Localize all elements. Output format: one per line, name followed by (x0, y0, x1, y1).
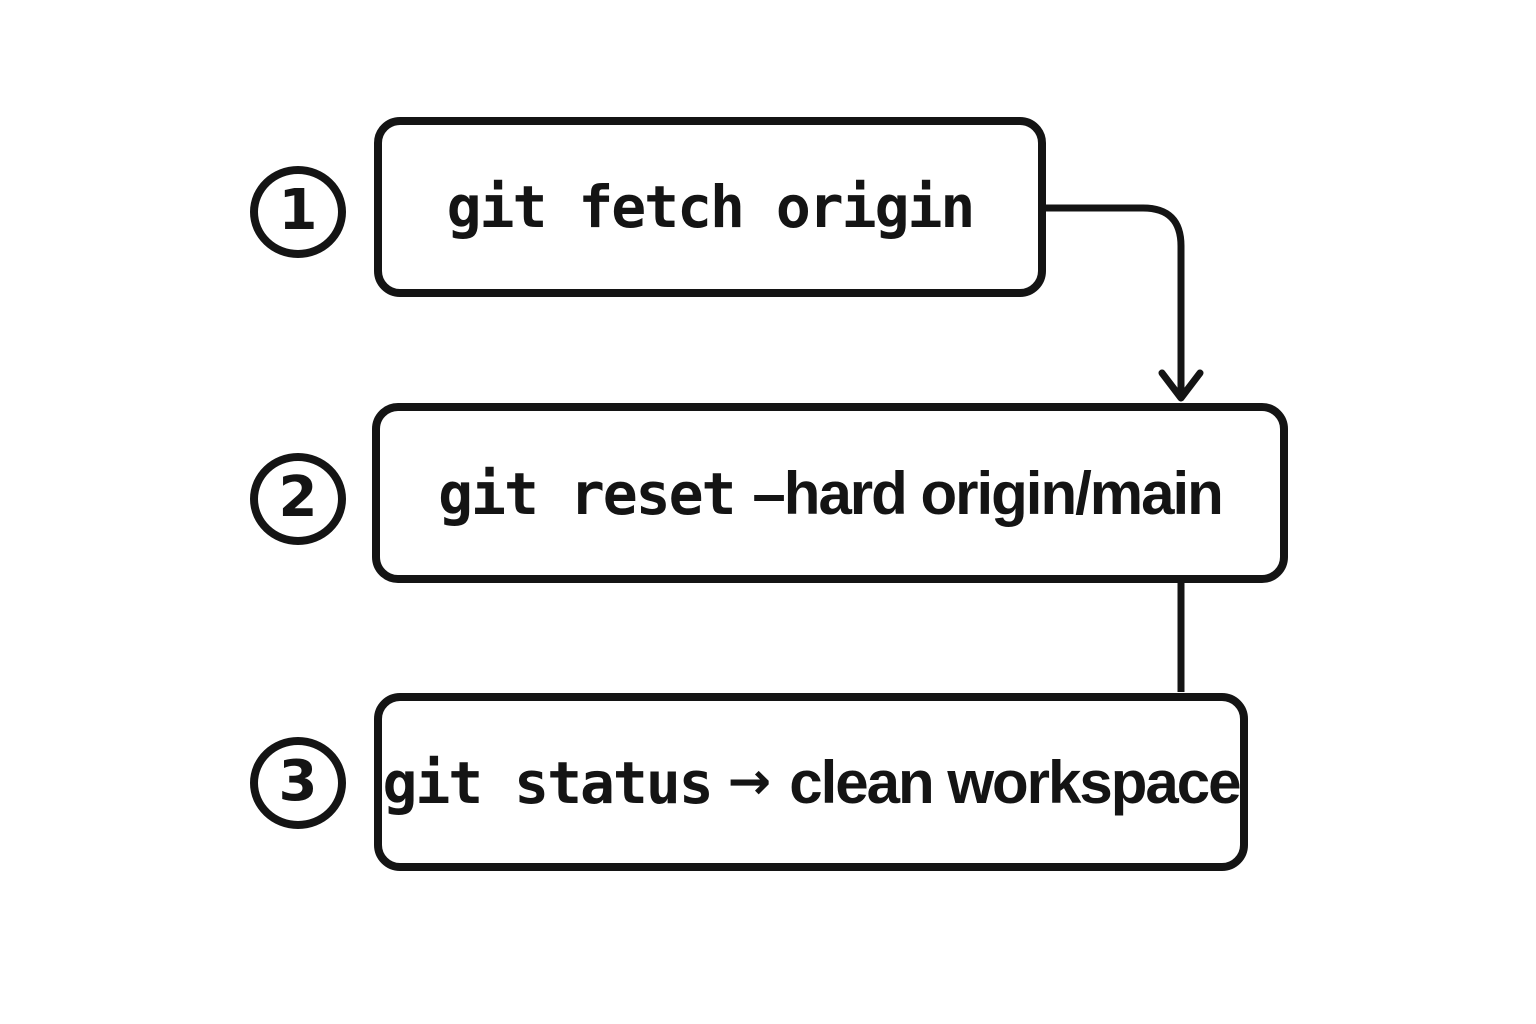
step-badge-3: 3 (250, 737, 346, 829)
step-box-1: git fetch origin (374, 117, 1046, 297)
step-3-annotation: clean workspace (789, 748, 1241, 816)
step-box-2: git reset –hard origin/main (372, 403, 1288, 583)
step-3-command: git status (382, 748, 713, 817)
step-number-1: 1 (278, 178, 318, 243)
step-box-1-content: git fetch origin (446, 173, 976, 241)
step-box-3: git status → clean workspace (374, 693, 1248, 871)
step-box-2-content: git reset –hard origin/main (438, 459, 1224, 528)
step-number-2: 2 (278, 465, 318, 530)
step-badge-2: 2 (250, 453, 346, 545)
step-2-command: git reset (438, 459, 736, 528)
step-box-3-content: git status → clean workspace (382, 748, 1241, 817)
step-number-3: 3 (278, 749, 318, 814)
step-badge-1: 1 (250, 166, 346, 258)
arrow-right-icon: → (727, 752, 772, 812)
arrowhead-down-icon (1158, 369, 1204, 402)
connector-step1-step2 (1046, 204, 1185, 394)
step-2-annotation: –hard origin/main (752, 459, 1223, 527)
step-1-command: git fetch origin (446, 173, 976, 241)
